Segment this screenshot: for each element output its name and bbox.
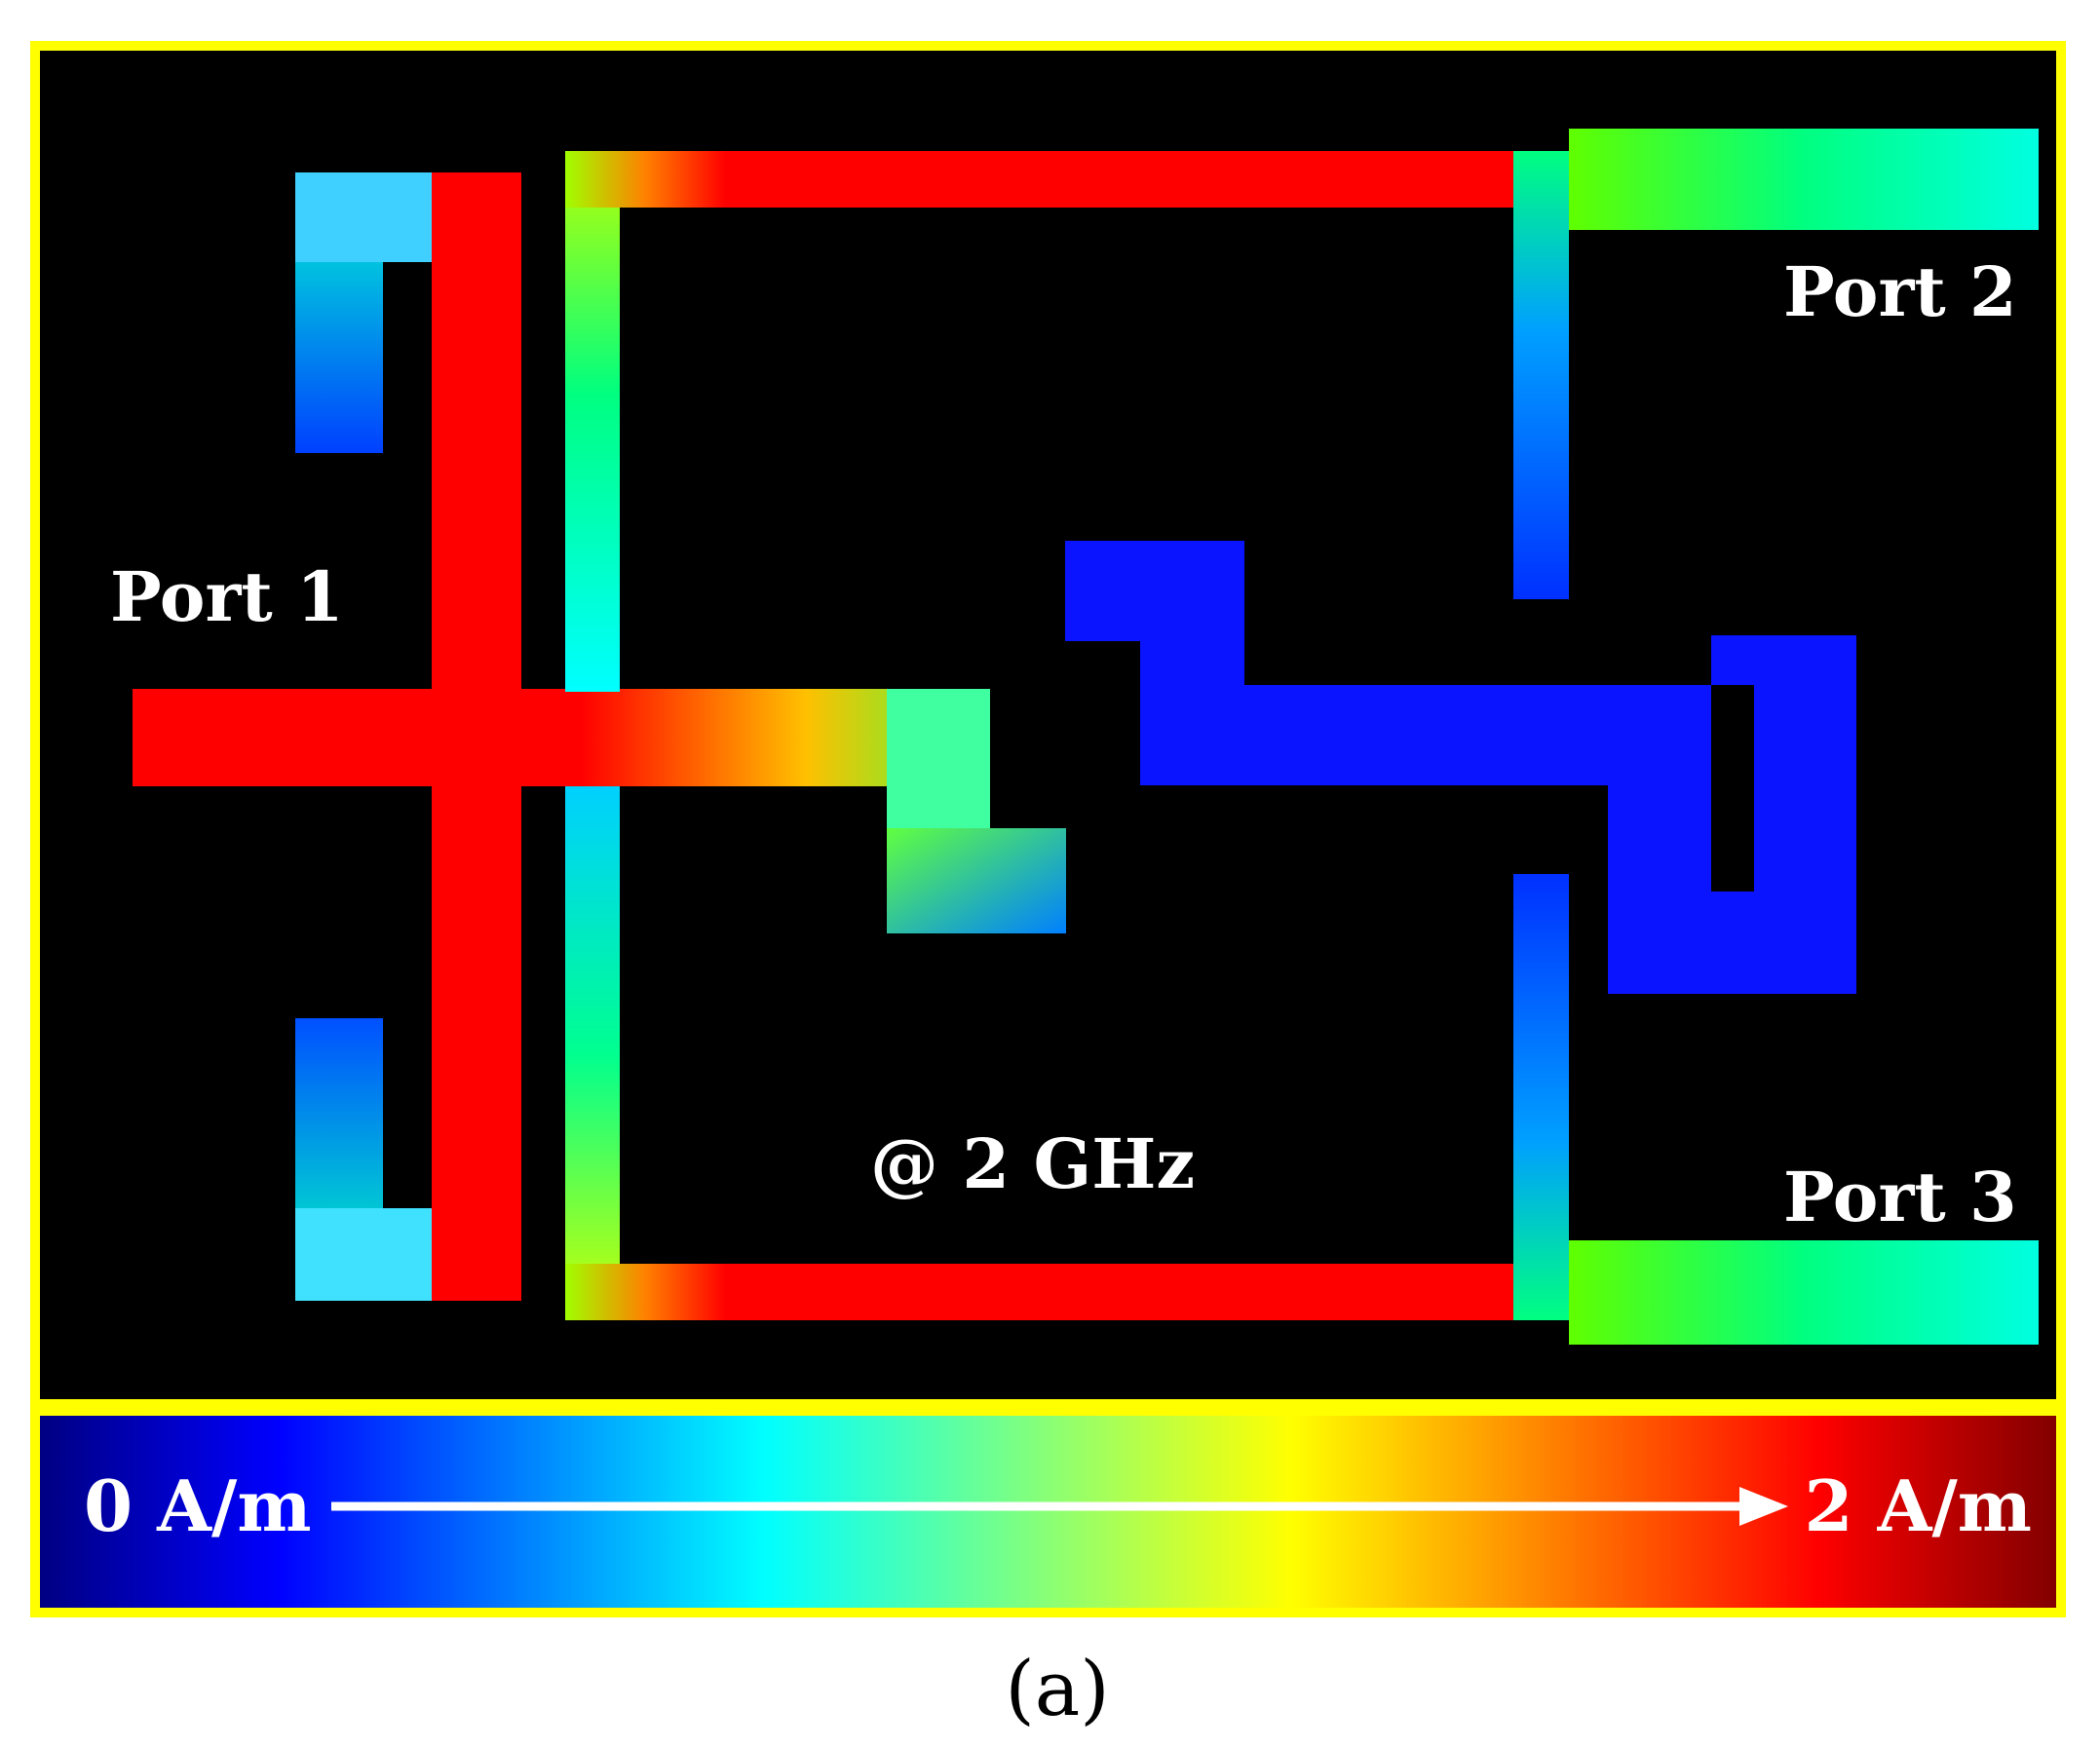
blue-resonator — [1065, 541, 1856, 994]
ring-left-arm-upper — [565, 151, 620, 692]
colorbar-min-label: 0 A/m — [84, 1464, 312, 1547]
port1-label: Port 1 — [110, 556, 344, 637]
colorbar-max-label: 2 A/m — [1804, 1464, 2032, 1547]
center-step-b — [887, 828, 1066, 933]
ring-left-arm-lower — [565, 786, 620, 1320]
colorbar-arrowhead-icon — [1739, 1487, 1788, 1526]
ring-top-line — [565, 151, 1569, 208]
center-step-a — [887, 689, 990, 835]
ring-right-arm-upper — [1513, 151, 1569, 599]
port2-output-line — [1569, 129, 2039, 230]
ring-right-arm-lower — [1513, 874, 1569, 1320]
port1-feed-line — [133, 689, 581, 786]
ring-bottom-line — [565, 1264, 1569, 1320]
port3-output-line — [1569, 1240, 2039, 1345]
frequency-label: @ 2 GHz — [870, 1123, 1195, 1204]
figure-caption: (a) — [1005, 1646, 1109, 1733]
port3-label: Port 3 — [1783, 1157, 2017, 1237]
port2-label: Port 2 — [1783, 251, 2017, 332]
colorbar — [30, 1406, 2066, 1617]
